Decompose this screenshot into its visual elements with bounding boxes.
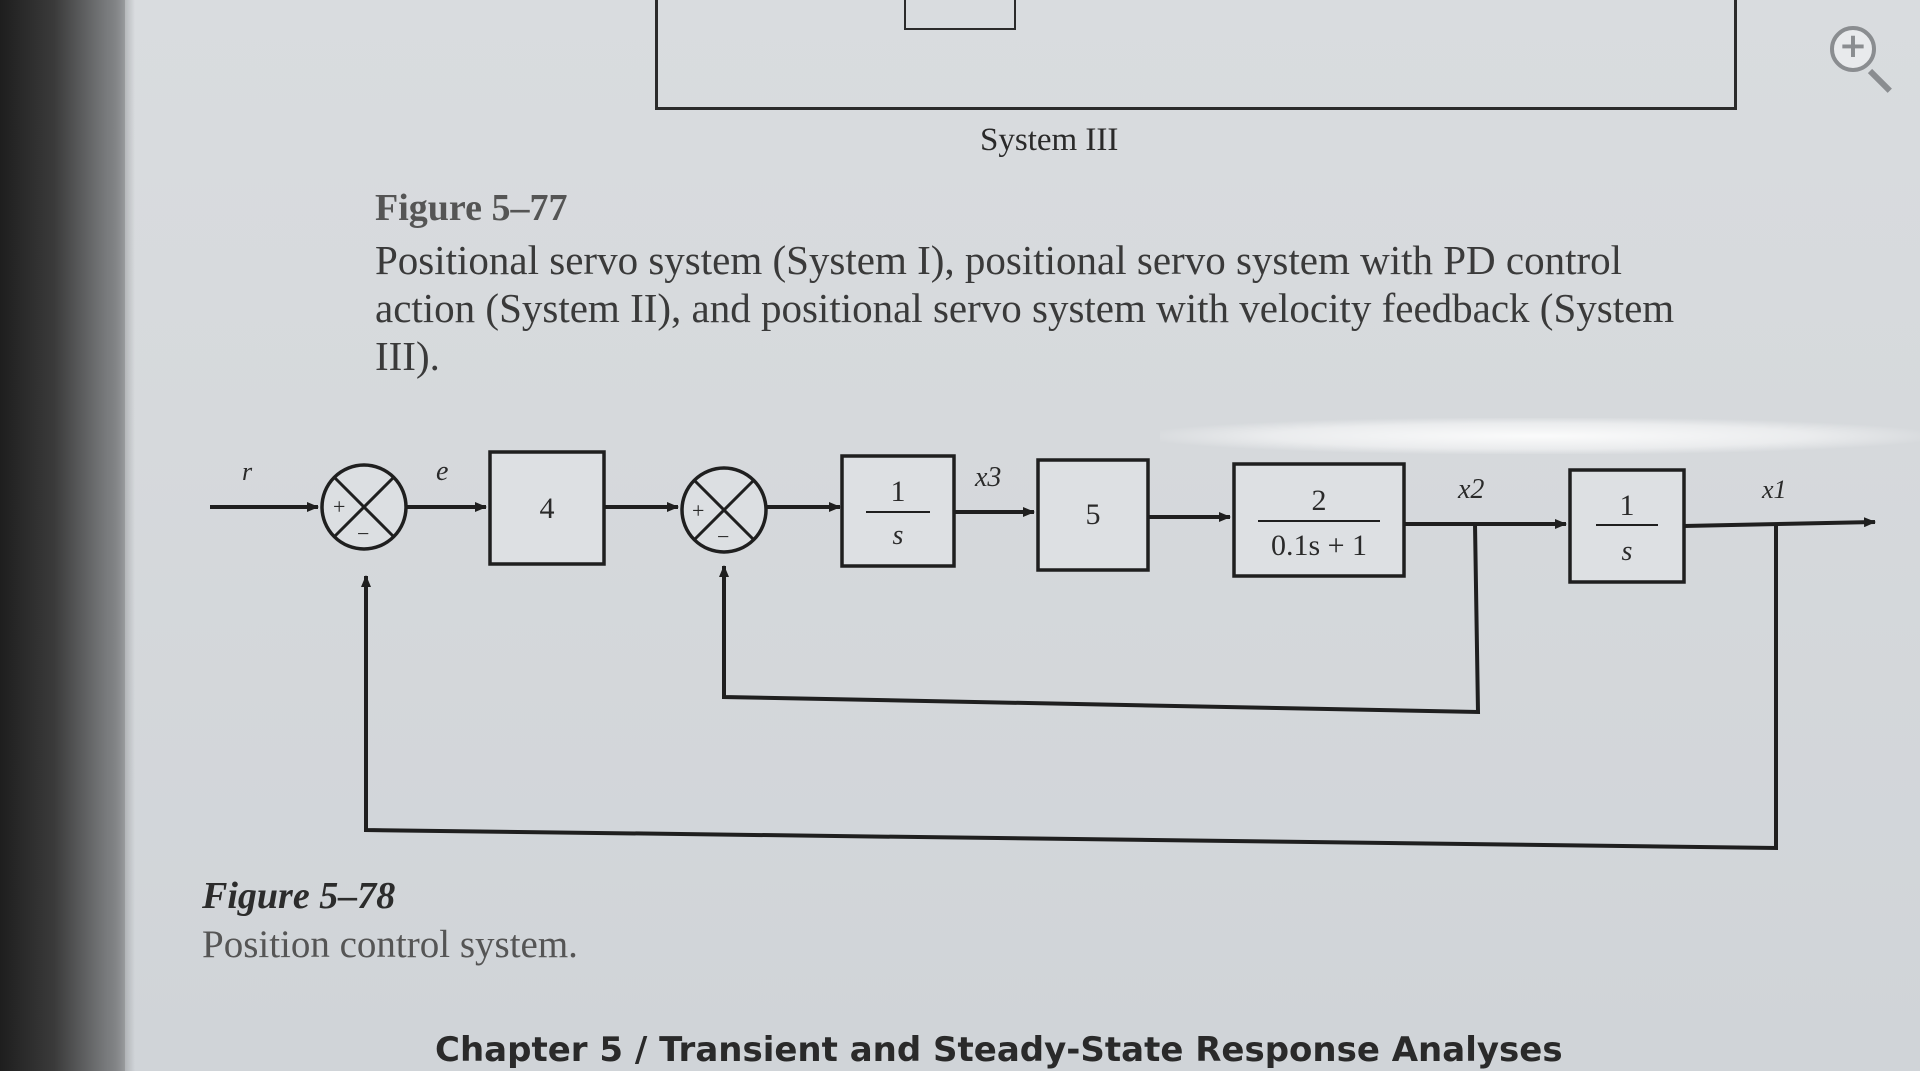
sum2-plus-sign: + [692,498,704,523]
sum1-plus-sign: + [333,494,345,519]
figure-5-78-title: Figure 5–78 [202,875,396,917]
position-feedback-path [364,525,1778,851]
signal-label-x1: x1 [1761,475,1787,504]
figure-5-77-caption: Positional servo system (System I), posi… [375,237,1675,379]
figure-5-78-caption: Position control system. [202,923,578,966]
input-label-r: r [242,457,253,486]
first-order-denominator: 0.1s + 1 [1271,529,1367,562]
integrator-1-denominator: s [893,520,904,551]
system-three-inner-block [904,0,1016,30]
light-glare [1160,418,1920,454]
page-edge-shadow [0,0,135,1071]
velocity-feedback-path [722,523,1481,715]
integrator-2-numerator: 1 [1620,489,1635,522]
gain-block-5 [1036,458,1150,572]
signal-label-x3: x3 [974,462,1001,493]
zoom-in-icon[interactable]: + [1830,26,1876,72]
chapter-footer: Chapter 5 / Transient and Steady-State R… [435,1030,1563,1070]
gain-block-4 [488,450,606,566]
system-three-diagram-frame [655,0,1737,110]
first-order-numerator: 2 [1312,484,1327,517]
system-three-label: System III [980,122,1119,158]
integrator-2-denominator: s [1622,536,1633,567]
x1-output-line [1683,517,1876,528]
signal-label-x2: x2 [1457,474,1484,505]
sum2-minus-sign: − [717,524,729,549]
gain-block-5-label: 5 [1086,498,1101,531]
gain-block-4-label: 4 [540,492,555,525]
integrator-1-numerator: 1 [891,475,906,508]
figure-5-77-title: Figure 5–77 [375,187,568,229]
sum1-minus-sign: − [357,521,369,546]
error-label-e: e [436,456,448,487]
